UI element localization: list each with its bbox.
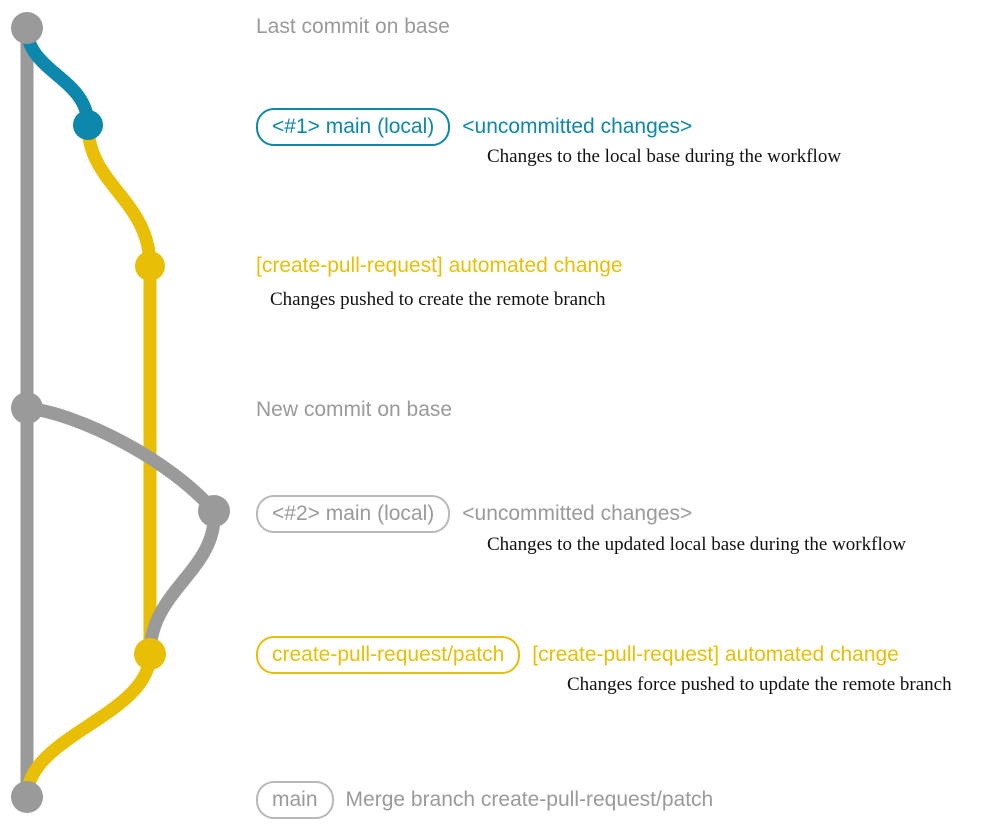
commit-subject-merge: Merge branch create-pull-request/patch [345, 788, 714, 811]
commit-note-automated-change-1: Changes pushed to create the remote bran… [270, 289, 606, 310]
commit-subject-local-main-2: <uncommitted changes> [462, 502, 693, 525]
commit-subject-local-main-1: <uncommitted changes> [462, 115, 693, 138]
node-automated-change-2[interactable] [134, 638, 166, 670]
edge-base2-to-local2 [20, 401, 221, 518]
node-last-commit-on-base[interactable] [11, 12, 43, 44]
node-local-main-2[interactable] [198, 495, 230, 527]
ref-badge-main[interactable]: main [256, 781, 334, 819]
node-new-commit-on-base[interactable] [11, 392, 43, 424]
node-local-main-1[interactable] [73, 110, 103, 140]
commit-row-merge: main Merge branch create-pull-request/pa… [256, 781, 713, 819]
ref-badge-local-main-2[interactable]: <#2> main (local) [256, 495, 451, 533]
node-merge-commit[interactable] [11, 781, 43, 813]
commit-row-local-main-1: <#1> main (local) <uncommitted changes> [256, 108, 692, 146]
commit-subject-new-commit-on-base: New commit on base [256, 398, 453, 421]
commit-subject-automated-change-2: [create-pull-request] automated change [532, 643, 899, 666]
commit-row-automated-change-2: create-pull-request/patch [create-pull-r… [256, 636, 899, 674]
commit-subject-automated-change-1: [create-pull-request] automated change [256, 254, 623, 277]
edge-local2-to-patch2 [143, 504, 221, 661]
ref-badge-local-main-1[interactable]: <#1> main (local) [256, 108, 451, 146]
ref-badge-create-pull-request-patch[interactable]: create-pull-request/patch [256, 636, 521, 674]
commit-row-local-main-2: <#2> main (local) <uncommitted changes> [256, 495, 692, 533]
edge-local1-to-patch1 [81, 118, 157, 273]
node-automated-change-1[interactable] [135, 251, 165, 281]
commit-subject-last-commit-on-base: Last commit on base [256, 15, 450, 38]
commit-note-local-main-1: Changes to the local base during the wor… [487, 146, 842, 167]
edge-patch2-to-merge [20, 647, 157, 804]
commit-note-automated-change-2: Changes force pushed to update the remot… [567, 674, 952, 695]
commit-note-local-main-2: Changes to the updated local base during… [487, 534, 906, 555]
